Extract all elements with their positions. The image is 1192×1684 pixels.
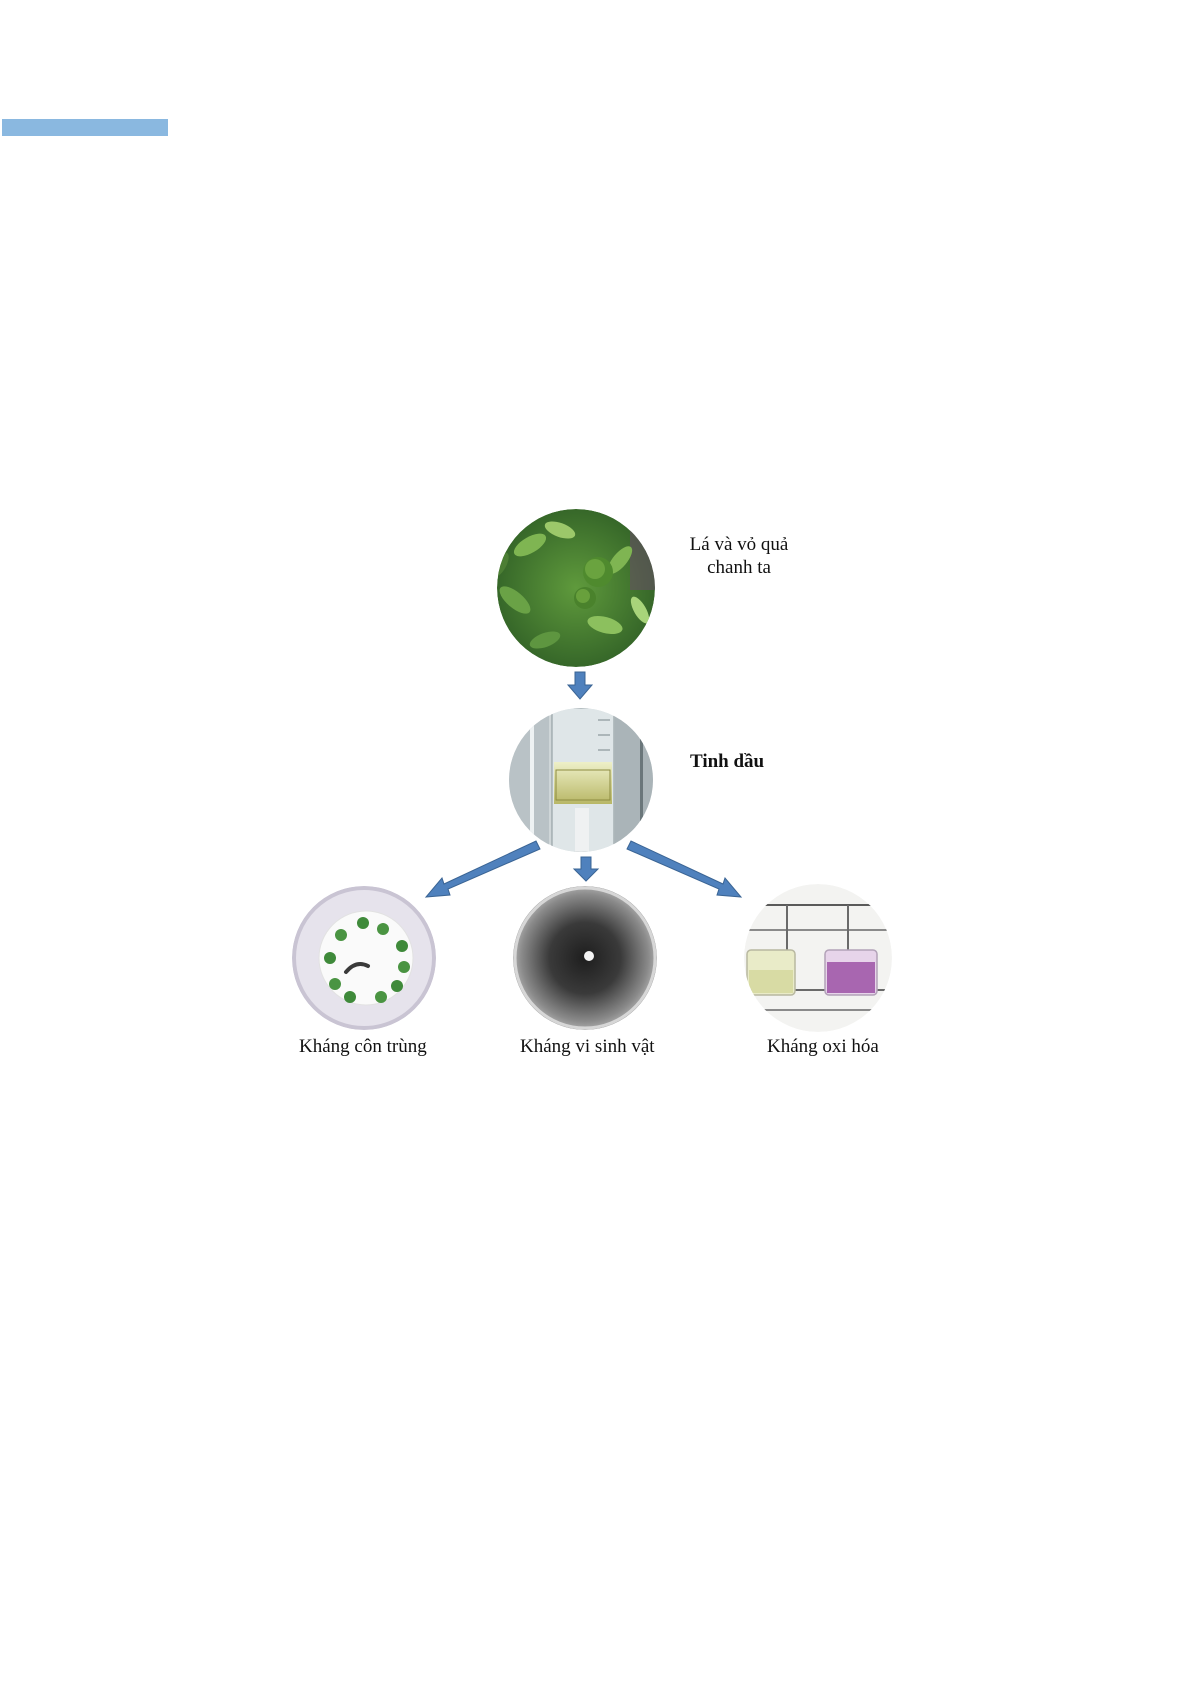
insecticidal-label: Kháng côn trùng bbox=[299, 1036, 427, 1059]
source-label-line2: chanh ta bbox=[684, 557, 794, 580]
source-label: Lá và vỏ quả chanh ta bbox=[684, 534, 794, 580]
arrow-right-branch-icon bbox=[627, 841, 741, 897]
essential-oil-cylinder-photo-icon bbox=[509, 708, 655, 852]
antioxidant-label: Kháng oxi hóa bbox=[767, 1036, 879, 1059]
arrow-down-center-icon bbox=[574, 857, 598, 881]
insect-assay-dish-photo-icon bbox=[292, 886, 436, 1030]
microbe-inhibition-dish-photo-icon bbox=[513, 886, 657, 1030]
source-label-line1: Lá và vỏ quả bbox=[684, 534, 794, 557]
arrow-left-branch-icon bbox=[426, 841, 540, 897]
lime-tree-photo-icon bbox=[488, 509, 660, 667]
essential-oil-label: Tinh dầu bbox=[690, 751, 764, 774]
antioxidant-beakers-photo-icon bbox=[744, 884, 892, 1032]
arrow-down-icon bbox=[568, 672, 592, 699]
antimicrobial-label: Kháng vi sinh vật bbox=[520, 1036, 655, 1059]
